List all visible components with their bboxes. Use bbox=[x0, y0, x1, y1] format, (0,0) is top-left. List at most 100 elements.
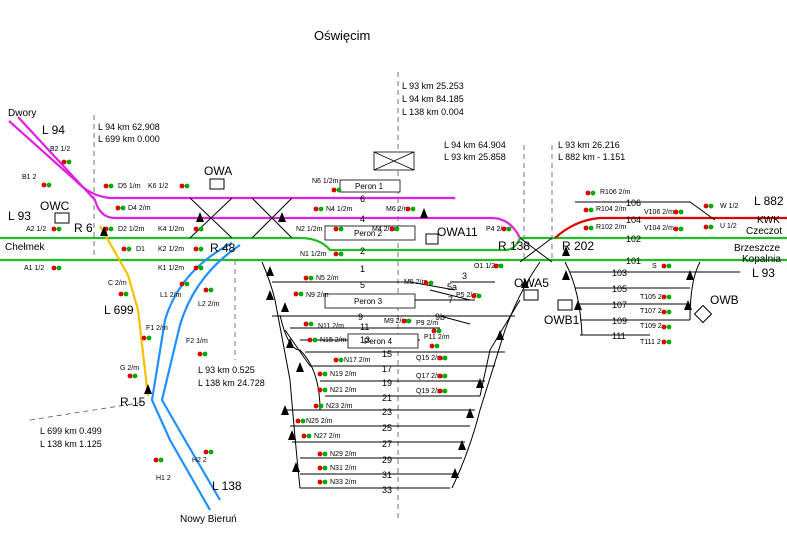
signal-lamp-icon bbox=[103, 183, 114, 189]
line-138-tracks bbox=[150, 242, 241, 511]
signal-label: U 1/2 bbox=[720, 223, 737, 230]
signal-lamp-icon bbox=[437, 373, 448, 379]
post-owa5: OWA5 bbox=[514, 276, 549, 290]
signal-label: N33 2/m bbox=[330, 479, 357, 486]
track-number: 9 bbox=[358, 312, 363, 322]
platform-label: Peron 2 bbox=[354, 229, 383, 238]
signal-label: B2 1/2 bbox=[50, 146, 70, 153]
platform-label: Peron 4 bbox=[364, 337, 393, 346]
signal-lamp-icon bbox=[118, 291, 129, 297]
line-l94: L 94 bbox=[42, 123, 65, 137]
turnout-icon bbox=[281, 405, 289, 415]
signal-lamp-icon bbox=[127, 373, 138, 379]
post-owb1-box bbox=[557, 299, 573, 311]
track-numbers: 6 4 2 1 3 5 5a 7 9 9b 11 13 15 17 19 21 … bbox=[358, 194, 641, 495]
turnout-icon bbox=[562, 246, 570, 256]
track-number: 6 bbox=[360, 194, 365, 204]
track-number: 19 bbox=[382, 378, 392, 388]
signal-label: K1 1/2m bbox=[158, 265, 184, 272]
signal-label: A1 1/2 bbox=[24, 265, 44, 272]
track-line-138-b bbox=[160, 244, 241, 501]
track-number: 111 bbox=[612, 331, 626, 341]
post-owa5-box bbox=[523, 289, 539, 301]
signal-label: K4 1/2m bbox=[158, 226, 184, 233]
turnout-icon bbox=[286, 338, 294, 348]
signal-lamp-icon bbox=[471, 293, 482, 299]
signal-lamp-icon bbox=[501, 226, 512, 232]
post-owc: OWC bbox=[40, 199, 70, 213]
signal-label: L1 2/m bbox=[160, 292, 182, 299]
line-brzeszcze: Brzeszcze bbox=[734, 243, 781, 254]
signal-lamp-icon bbox=[307, 337, 318, 343]
signal-label: T107 2 bbox=[640, 308, 662, 315]
platform-labels: Peron 1 Peron 2 Peron 3 Peron 4 bbox=[354, 182, 393, 346]
signal-label: C 2/m bbox=[108, 280, 127, 287]
signal-lamp-icon bbox=[431, 328, 442, 334]
signal-lamp-icon bbox=[317, 371, 328, 377]
turnout-icon bbox=[684, 300, 692, 310]
signal-lamp-icon bbox=[303, 321, 314, 327]
post-labels: OWC OWA OWA11 OWA5 OWB1 OWB R 6 R 48 R 1… bbox=[40, 164, 739, 409]
signal-label: D4 2/m bbox=[128, 205, 151, 212]
signal-label: H1 2 bbox=[156, 475, 171, 482]
line-l882: L 882 bbox=[754, 194, 784, 208]
turnout-icon bbox=[562, 270, 570, 280]
track-9b bbox=[439, 315, 471, 325]
signal-label: V104 2/m bbox=[644, 225, 674, 232]
turnout-icon bbox=[196, 212, 204, 222]
fan-right-group-b bbox=[689, 261, 701, 321]
signal-lamp-icon bbox=[193, 265, 204, 271]
signal-lamp-icon bbox=[317, 387, 328, 393]
signal-label: O1 1/2m bbox=[474, 263, 501, 270]
post-owa11: OWA11 bbox=[437, 225, 478, 239]
signal-lamp-icon bbox=[179, 281, 190, 287]
signal-lamp-icon bbox=[317, 451, 328, 457]
line-labels: Dwory L 94 L 93 Chełmek L 699 L 138 Nowy… bbox=[5, 108, 784, 525]
signal-label: P4 2/m bbox=[486, 226, 508, 233]
signal-lamp-icon bbox=[153, 457, 164, 463]
track-number: 33 bbox=[382, 485, 392, 495]
post-owc-box bbox=[54, 212, 70, 224]
track-number: 23 bbox=[382, 407, 392, 417]
line-94-tracks bbox=[8, 116, 521, 239]
signal-label: N2 1/2m bbox=[296, 226, 323, 233]
signal-label: Q15 2/m bbox=[416, 355, 443, 362]
turnout-icon bbox=[451, 468, 459, 478]
signal-label: N1 1/2m bbox=[300, 251, 327, 258]
signal-lamp-icon bbox=[423, 280, 434, 286]
signal-label: K2 1/2m bbox=[158, 246, 184, 253]
signal-lamp-icon bbox=[301, 433, 312, 439]
turnout-icon bbox=[281, 302, 289, 312]
track-main-upper bbox=[0, 236, 787, 252]
track-number: 9b bbox=[435, 312, 445, 322]
signal-lamp-icon bbox=[333, 357, 344, 363]
signal-label: N19 2/m bbox=[330, 371, 357, 378]
signal-lamps bbox=[41, 159, 714, 485]
signal-lamp-icon bbox=[193, 226, 204, 232]
signal-label: N4 1/2m bbox=[326, 206, 353, 213]
signal-label: K6 1/2 bbox=[148, 183, 168, 190]
signal-label: M6 2/m bbox=[386, 206, 410, 213]
line-czeczot: Czeczot bbox=[746, 226, 782, 237]
fan-right-inner bbox=[479, 299, 521, 397]
signal-lamp-icon bbox=[437, 355, 448, 361]
turnout-icon bbox=[466, 408, 474, 418]
track-number: 5 bbox=[360, 280, 365, 290]
track-line-138-a bbox=[150, 242, 233, 511]
signal-label: P9 2/m bbox=[416, 320, 438, 327]
turnout-icon bbox=[266, 290, 274, 300]
signal-lamp-icon bbox=[661, 339, 672, 345]
signal-label: L2 2/m bbox=[198, 301, 220, 308]
signal-label: N17 2/m bbox=[344, 357, 371, 364]
track-number: 21 bbox=[382, 393, 392, 403]
track-5 bbox=[272, 281, 456, 291]
signal-label: R106 2/m bbox=[600, 189, 631, 196]
track-number: 102 bbox=[626, 234, 641, 244]
turnout-icon bbox=[686, 270, 694, 280]
signal-label: D2 1/2m bbox=[118, 226, 145, 233]
line-kopalnia: Kopalnia bbox=[742, 254, 781, 265]
signal-lamp-icon bbox=[41, 182, 52, 188]
km-label: L 138 km 0.004 bbox=[402, 107, 464, 117]
signal-label: P5 2/m bbox=[456, 292, 478, 299]
